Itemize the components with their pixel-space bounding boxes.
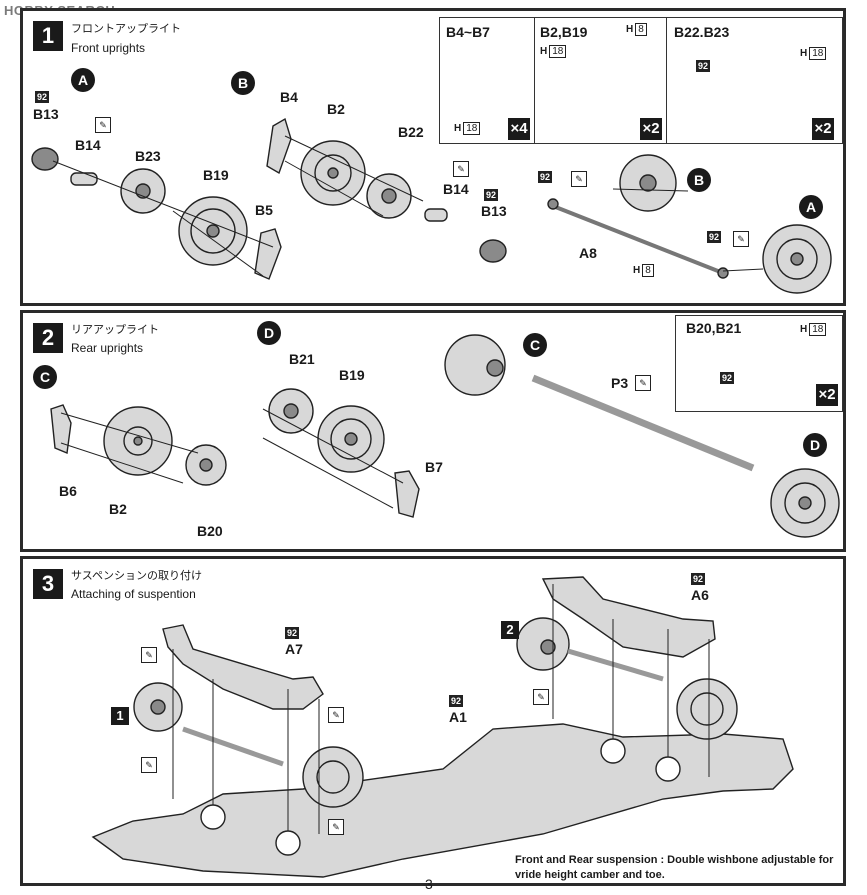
label-p3: P3 — [611, 375, 629, 391]
step2-illustration — [50, 334, 840, 538]
code-92-badge: 92 — [538, 171, 553, 183]
label-b2: B2 — [327, 101, 345, 117]
label-b19: B19 — [203, 167, 229, 183]
cement-icon: ✎ — [141, 757, 157, 773]
cement-icon: ✎ — [328, 819, 344, 835]
group-a-badge: A — [71, 68, 95, 92]
step3-illustration — [91, 576, 794, 878]
quantity-badge: ×4 — [508, 118, 530, 140]
code-92-badge: 92 — [449, 695, 464, 707]
label-a8: A8 — [579, 245, 597, 261]
step-number: 2 — [33, 323, 63, 353]
step1-illustration — [31, 51, 832, 294]
step3-panel: 3 サスペンションの取り付け Attaching of suspention — [20, 556, 846, 886]
group-b-badge: B — [231, 71, 255, 95]
label-b13-right: B13 — [481, 203, 507, 219]
group-c-badge: C — [33, 365, 57, 389]
label-b23: B23 — [135, 148, 161, 164]
inset-title-b20-b21: B20,B21 — [686, 320, 742, 336]
inset-title-b4-b7: B4~B7 — [446, 24, 490, 40]
group-a-badge: A — [799, 195, 823, 219]
cement-icon: ✎ — [95, 117, 111, 133]
code-92-badge: 92 — [691, 573, 706, 585]
label-b13: B13 — [33, 106, 59, 122]
label-b14: B14 — [75, 137, 101, 153]
step-title-en: Attaching of suspention — [71, 587, 196, 601]
step-title-en: Front uprights — [71, 41, 146, 55]
page-number: 3 — [425, 876, 433, 892]
step1-panel: 1 フロントアップライト Front uprights — [20, 8, 846, 306]
code-92-badge: 92 — [720, 372, 735, 384]
step2-panel: 2 リアアップライト Rear uprights C B6 B2 B20 D B… — [20, 310, 846, 552]
label-b19: B19 — [339, 367, 365, 383]
quantity-badge: ×2 — [812, 118, 834, 140]
step-title-jp: フロントアップライト — [71, 23, 181, 35]
inset-title-b22-b23: B22.B23 — [674, 24, 730, 40]
group-d-badge: D — [803, 433, 827, 457]
label-b4: B4 — [280, 89, 298, 105]
group-d-badge: D — [257, 321, 281, 345]
label-a6: A6 — [691, 587, 709, 603]
label-b14-right: B14 — [443, 181, 469, 197]
label-b20: B20 — [197, 523, 223, 539]
step-ref-2: 2 — [501, 621, 519, 639]
label-b5: B5 — [255, 202, 273, 218]
code-92-badge: 92 — [707, 231, 722, 243]
label-b6: B6 — [59, 483, 77, 499]
quantity-badge: ×2 — [640, 118, 662, 140]
cement-icon: ✎ — [533, 689, 549, 705]
step-title-jp: サスペンションの取り付け — [71, 570, 203, 582]
label-b21: B21 — [289, 351, 315, 367]
cement-icon: ✎ — [571, 171, 587, 187]
inset-title-b2-b19: B2,B19 — [540, 24, 588, 40]
cement-icon: ✎ — [453, 161, 469, 177]
label-b22: B22 — [398, 124, 424, 140]
cement-icon: ✎ — [733, 231, 749, 247]
cement-icon: ✎ — [635, 375, 651, 391]
step-title-en: Rear uprights — [71, 341, 144, 355]
step-title-jp: リアアップライト — [71, 324, 159, 336]
code-92-badge: 92 — [285, 627, 300, 639]
suspension-note: Front and Rear suspension : Double wishb… — [515, 854, 834, 881]
label-a7: A7 — [285, 641, 303, 657]
step-ref-1: 1 — [111, 707, 129, 725]
cement-icon: ✎ — [141, 647, 157, 663]
label-b7: B7 — [425, 459, 443, 475]
quantity-badge: ×2 — [816, 384, 838, 406]
cement-icon: ✎ — [328, 707, 344, 723]
label-a1: A1 — [449, 709, 467, 725]
step-number: 3 — [33, 569, 63, 599]
code-92-badge: 92 — [484, 189, 499, 201]
code-92-badge: 92 — [35, 91, 50, 103]
group-c-badge: C — [523, 333, 547, 357]
code-92-badge: 92 — [696, 60, 711, 72]
group-b-badge: B — [687, 168, 711, 192]
step-number: 1 — [33, 21, 63, 51]
label-b2: B2 — [109, 501, 127, 517]
